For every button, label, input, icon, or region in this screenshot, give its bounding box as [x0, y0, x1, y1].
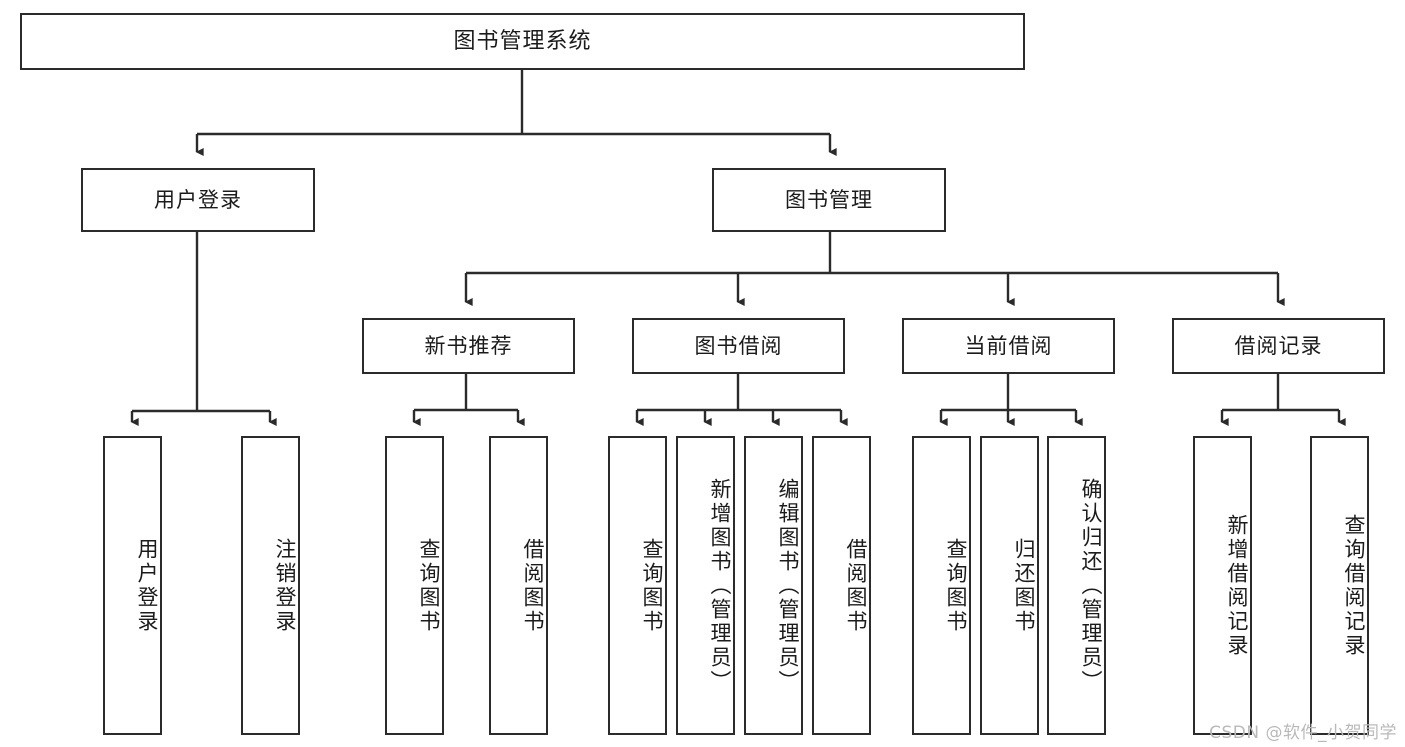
- leaf-return-book-label: 归还图书: [1012, 537, 1036, 634]
- leaf-user-login-label: 用户登录: [135, 537, 159, 634]
- node-new-book-recommend[interactable]: 新书推荐: [362, 318, 575, 374]
- leaf-query-book-2-label: 查询图书: [640, 537, 664, 634]
- leaf-borrow-book-2[interactable]: 借阅图书: [812, 436, 871, 735]
- leaf-borrow-book-1-label: 借阅图书: [521, 537, 545, 634]
- node-user-login[interactable]: 用户登录: [81, 168, 315, 232]
- leaf-add-book-label: 新增图书（管理员）: [708, 477, 732, 694]
- node-borrow-record[interactable]: 借阅记录: [1172, 318, 1385, 374]
- leaf-edit-book-label: 编辑图书（管理员）: [776, 477, 800, 694]
- leaf-edit-book[interactable]: 编辑图书（管理员）: [744, 436, 803, 735]
- node-book-management-label: 图书管理: [785, 187, 873, 212]
- node-book-borrow[interactable]: 图书借阅: [632, 318, 845, 374]
- node-root-label: 图书管理系统: [453, 28, 592, 54]
- node-user-login-label: 用户登录: [154, 187, 242, 212]
- leaf-confirm-return-label: 确认归还（管理员）: [1079, 477, 1103, 694]
- leaf-return-book[interactable]: 归还图书: [980, 436, 1039, 735]
- leaf-add-record[interactable]: 新增借阅记录: [1193, 436, 1252, 735]
- leaf-query-record[interactable]: 查询借阅记录: [1310, 436, 1369, 735]
- node-root[interactable]: 图书管理系统: [20, 13, 1025, 70]
- node-borrow-record-label: 借阅记录: [1234, 333, 1323, 358]
- node-book-management[interactable]: 图书管理: [712, 168, 946, 232]
- node-new-book-recommend-label: 新书推荐: [424, 333, 513, 358]
- leaf-logout-login-label: 注销登录: [273, 537, 297, 634]
- node-current-borrow-label: 当前借阅: [964, 333, 1053, 358]
- leaf-logout-login[interactable]: 注销登录: [241, 436, 300, 735]
- leaf-query-book-3[interactable]: 查询图书: [912, 436, 971, 735]
- leaf-query-book-2[interactable]: 查询图书: [608, 436, 667, 735]
- watermark: CSDN @软件_小贺同学: [1209, 723, 1397, 743]
- node-book-borrow-label: 图书借阅: [694, 333, 783, 358]
- leaf-add-book[interactable]: 新增图书（管理员）: [676, 436, 735, 735]
- leaf-borrow-book-1[interactable]: 借阅图书: [489, 436, 548, 735]
- leaf-query-book-3-label: 查询图书: [944, 537, 968, 634]
- leaf-query-record-label: 查询借阅记录: [1342, 513, 1366, 658]
- leaf-user-login[interactable]: 用户登录: [103, 436, 162, 735]
- leaf-query-book-1[interactable]: 查询图书: [385, 436, 444, 735]
- leaf-confirm-return[interactable]: 确认归还（管理员）: [1047, 436, 1106, 735]
- leaf-query-book-1-label: 查询图书: [417, 537, 441, 634]
- leaf-add-record-label: 新增借阅记录: [1225, 513, 1249, 658]
- node-current-borrow[interactable]: 当前借阅: [902, 318, 1115, 374]
- leaf-borrow-book-2-label: 借阅图书: [844, 537, 868, 634]
